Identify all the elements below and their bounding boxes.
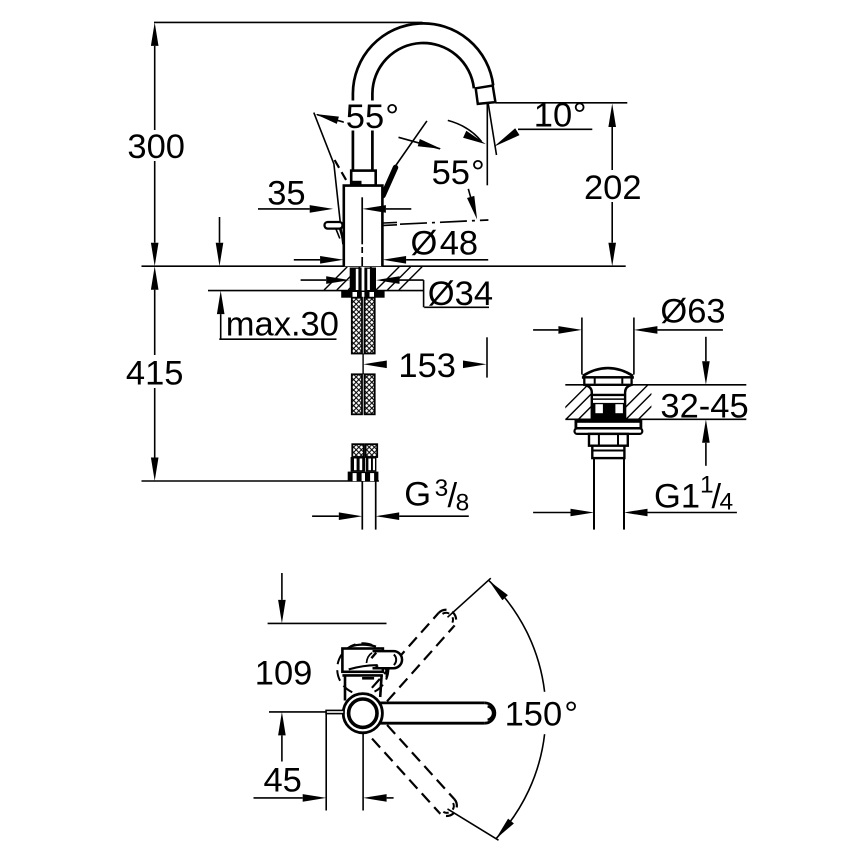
svg-text:109: 109 — [255, 655, 313, 693]
svg-text:G: G — [404, 476, 431, 514]
svg-text:max.30: max.30 — [226, 305, 339, 343]
svg-text:202: 202 — [584, 169, 642, 207]
svg-text:4: 4 — [720, 488, 734, 515]
svg-text:°: ° — [385, 98, 399, 136]
svg-text:Ø: Ø — [411, 225, 438, 263]
svg-text:°: ° — [564, 696, 578, 734]
svg-text:Ø63: Ø63 — [660, 292, 725, 330]
svg-text:150: 150 — [505, 696, 563, 734]
svg-text:3: 3 — [435, 475, 449, 502]
svg-text:32-45: 32-45 — [660, 388, 748, 426]
svg-text:55: 55 — [346, 98, 384, 136]
svg-text:/: / — [448, 477, 458, 515]
svg-text:°: ° — [573, 96, 587, 134]
svg-text:48: 48 — [440, 225, 478, 263]
svg-text:G1: G1 — [654, 478, 700, 516]
svg-text:415: 415 — [126, 355, 184, 393]
svg-text:35: 35 — [267, 174, 305, 212]
svg-text:Ø34: Ø34 — [428, 275, 493, 313]
svg-text:55: 55 — [432, 154, 470, 192]
svg-text:1: 1 — [700, 471, 714, 498]
svg-text:°: ° — [471, 154, 485, 192]
svg-text:300: 300 — [127, 128, 185, 166]
svg-text:8: 8 — [456, 489, 470, 516]
svg-text:45: 45 — [264, 762, 302, 800]
svg-text:/: / — [712, 478, 722, 516]
svg-text:153: 153 — [398, 347, 456, 385]
